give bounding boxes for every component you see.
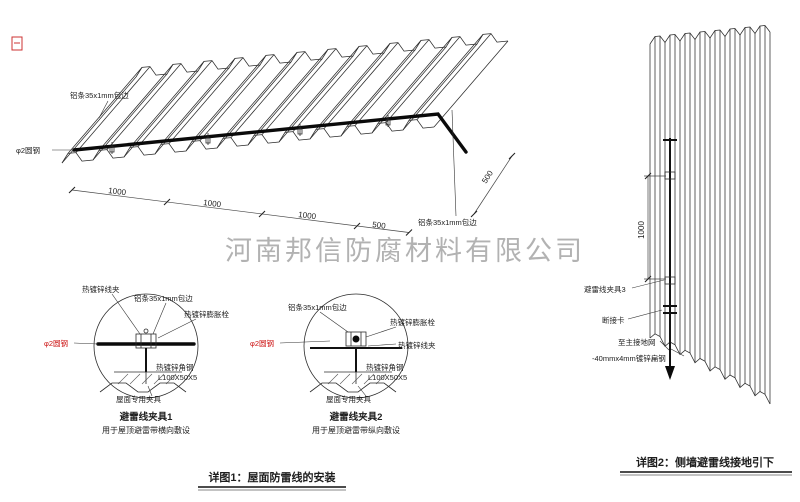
detail-circle-2 (303, 293, 409, 399)
wire-cross-section (352, 335, 360, 343)
company-watermark: 河南邦信防腐材料有限公司 (225, 236, 585, 266)
leader-line (451, 109, 457, 217)
dim-500-2: 500 (480, 169, 495, 186)
leader-line (98, 100, 109, 119)
d1-clamp-label: 热镀锌线夹 (82, 284, 120, 294)
roof-right-dimension: 500 (470, 152, 516, 218)
d1-angle-spec-label: L100X50X5 (158, 373, 197, 382)
lightning-wire (72, 112, 468, 154)
angle-steel (114, 371, 182, 385)
corrugated-wall-panel (649, 25, 771, 405)
d2-edge-label: 铝条35x1mm包边 (288, 302, 347, 312)
ground-arrow (665, 366, 675, 380)
captions: 详图1：屋面防雷线的安装 详图2：侧墙避雷线接地引下 (198, 455, 792, 491)
d2-bolt-label: 热镀锌膨胀栓 (390, 317, 435, 327)
leader-line (111, 293, 141, 335)
detail-view-2: 铝条35x1mm包边 热镀锌膨胀栓 热镀锌线夹 φ2圆钢 热镀锌角钢 L100X… (250, 293, 436, 435)
roof-rib-profile (99, 382, 187, 393)
leader-line (73, 342, 99, 345)
detail2-subtitle: 用于屋顶避雷带纵向敷设 (312, 425, 400, 435)
detail1-subtitle: 用于屋顶避雷带横向敷设 (102, 425, 190, 435)
leader-line (357, 385, 367, 397)
d2-wire-label: φ2圆钢 (250, 338, 274, 348)
caption-detail2: 详图2：侧墙避雷线接地引下 (636, 455, 774, 469)
leader-line (627, 309, 663, 320)
dim-1000-2: 1000 (203, 198, 222, 209)
detail-circle-1 (93, 293, 199, 399)
d1-edge-label: 铝条35x1mm包边 (134, 293, 193, 303)
detail2-title: 避雷线夹具2 (330, 411, 383, 423)
wire-clamp-marks (109, 115, 391, 154)
dim-500-1: 500 (372, 220, 387, 231)
leader-line (631, 279, 665, 289)
d2-roof-clamp-label: 屋面专用夹具 (326, 394, 371, 404)
roof-edge-strip-label-top: 铝条35x1mm包边 (70, 90, 129, 100)
dim-1000-1: 1000 (108, 186, 127, 197)
dim-1000-3: 1000 (298, 210, 317, 221)
roof-view: 铝条35x1mm包边 φ2圆钢 铝条35x1mm包边 1000 1000 100… (16, 33, 516, 236)
wall-dimension: 1000 (637, 172, 666, 283)
leader-line (670, 348, 685, 357)
leader-line (659, 340, 670, 351)
d2-angle-spec-label: L100X50X5 (368, 373, 407, 382)
caption-detail1: 详图1：屋面防雷线的安装 (208, 470, 335, 484)
roof-dimension-chain: 1000 1000 1000 500 (68, 186, 413, 236)
roof-rib-profile (309, 382, 397, 393)
wall-clamp3-label: 避雷线夹具3 (584, 284, 626, 294)
roof-edge-strip-label-right: 铝条35x1mm包边 (418, 217, 477, 227)
disconnect-card (663, 305, 677, 314)
wall-to-ground-label: 至主接地网 (618, 337, 656, 347)
d1-bolt-label: 热镀锌膨胀栓 (184, 309, 229, 319)
leader-line (157, 318, 197, 339)
leader-line (365, 326, 397, 338)
wall-disconnect-label: 断接卡 (602, 315, 625, 325)
angle-steel (324, 371, 392, 385)
red-stamp-mark (11, 36, 23, 51)
d2-clamp-label: 热镀锌线夹 (398, 340, 436, 350)
leader-line (152, 302, 167, 335)
corrugated-roof-panel (61, 33, 509, 164)
d1-angle-label: 热镀锌角钢 (156, 362, 194, 372)
wall-flat-steel-label: -40mmx4mm镀锌扁钢 (592, 353, 666, 363)
leader-line (279, 340, 331, 344)
clamp-assembly (345, 331, 367, 347)
wall-dim-1000: 1000 (637, 221, 646, 239)
clamp-assembly (135, 328, 157, 349)
detail1-title: 避雷线夹具1 (120, 411, 174, 423)
wall-clamp-2 (664, 276, 676, 285)
leader-line (319, 311, 349, 333)
leader-line (147, 385, 153, 397)
wall-view: 1000 避雷线夹具3 断接卡 至主接地网 -40mmx4mm镀锌扁钢 (584, 25, 771, 405)
d2-angle-label: 热镀锌角钢 (366, 362, 404, 372)
d1-roof-clamp-label: 屋面专用夹具 (116, 394, 161, 404)
wall-clamp-1 (664, 171, 676, 180)
detail-view-1: 热镀锌线夹 铝条35x1mm包边 热镀锌膨胀栓 φ2圆钢 热镀锌角钢 L100X… (44, 284, 229, 435)
roof-wire-label: φ2圆钢 (16, 145, 40, 155)
d1-wire-label: φ2圆钢 (44, 338, 68, 348)
leader-line (367, 343, 397, 347)
